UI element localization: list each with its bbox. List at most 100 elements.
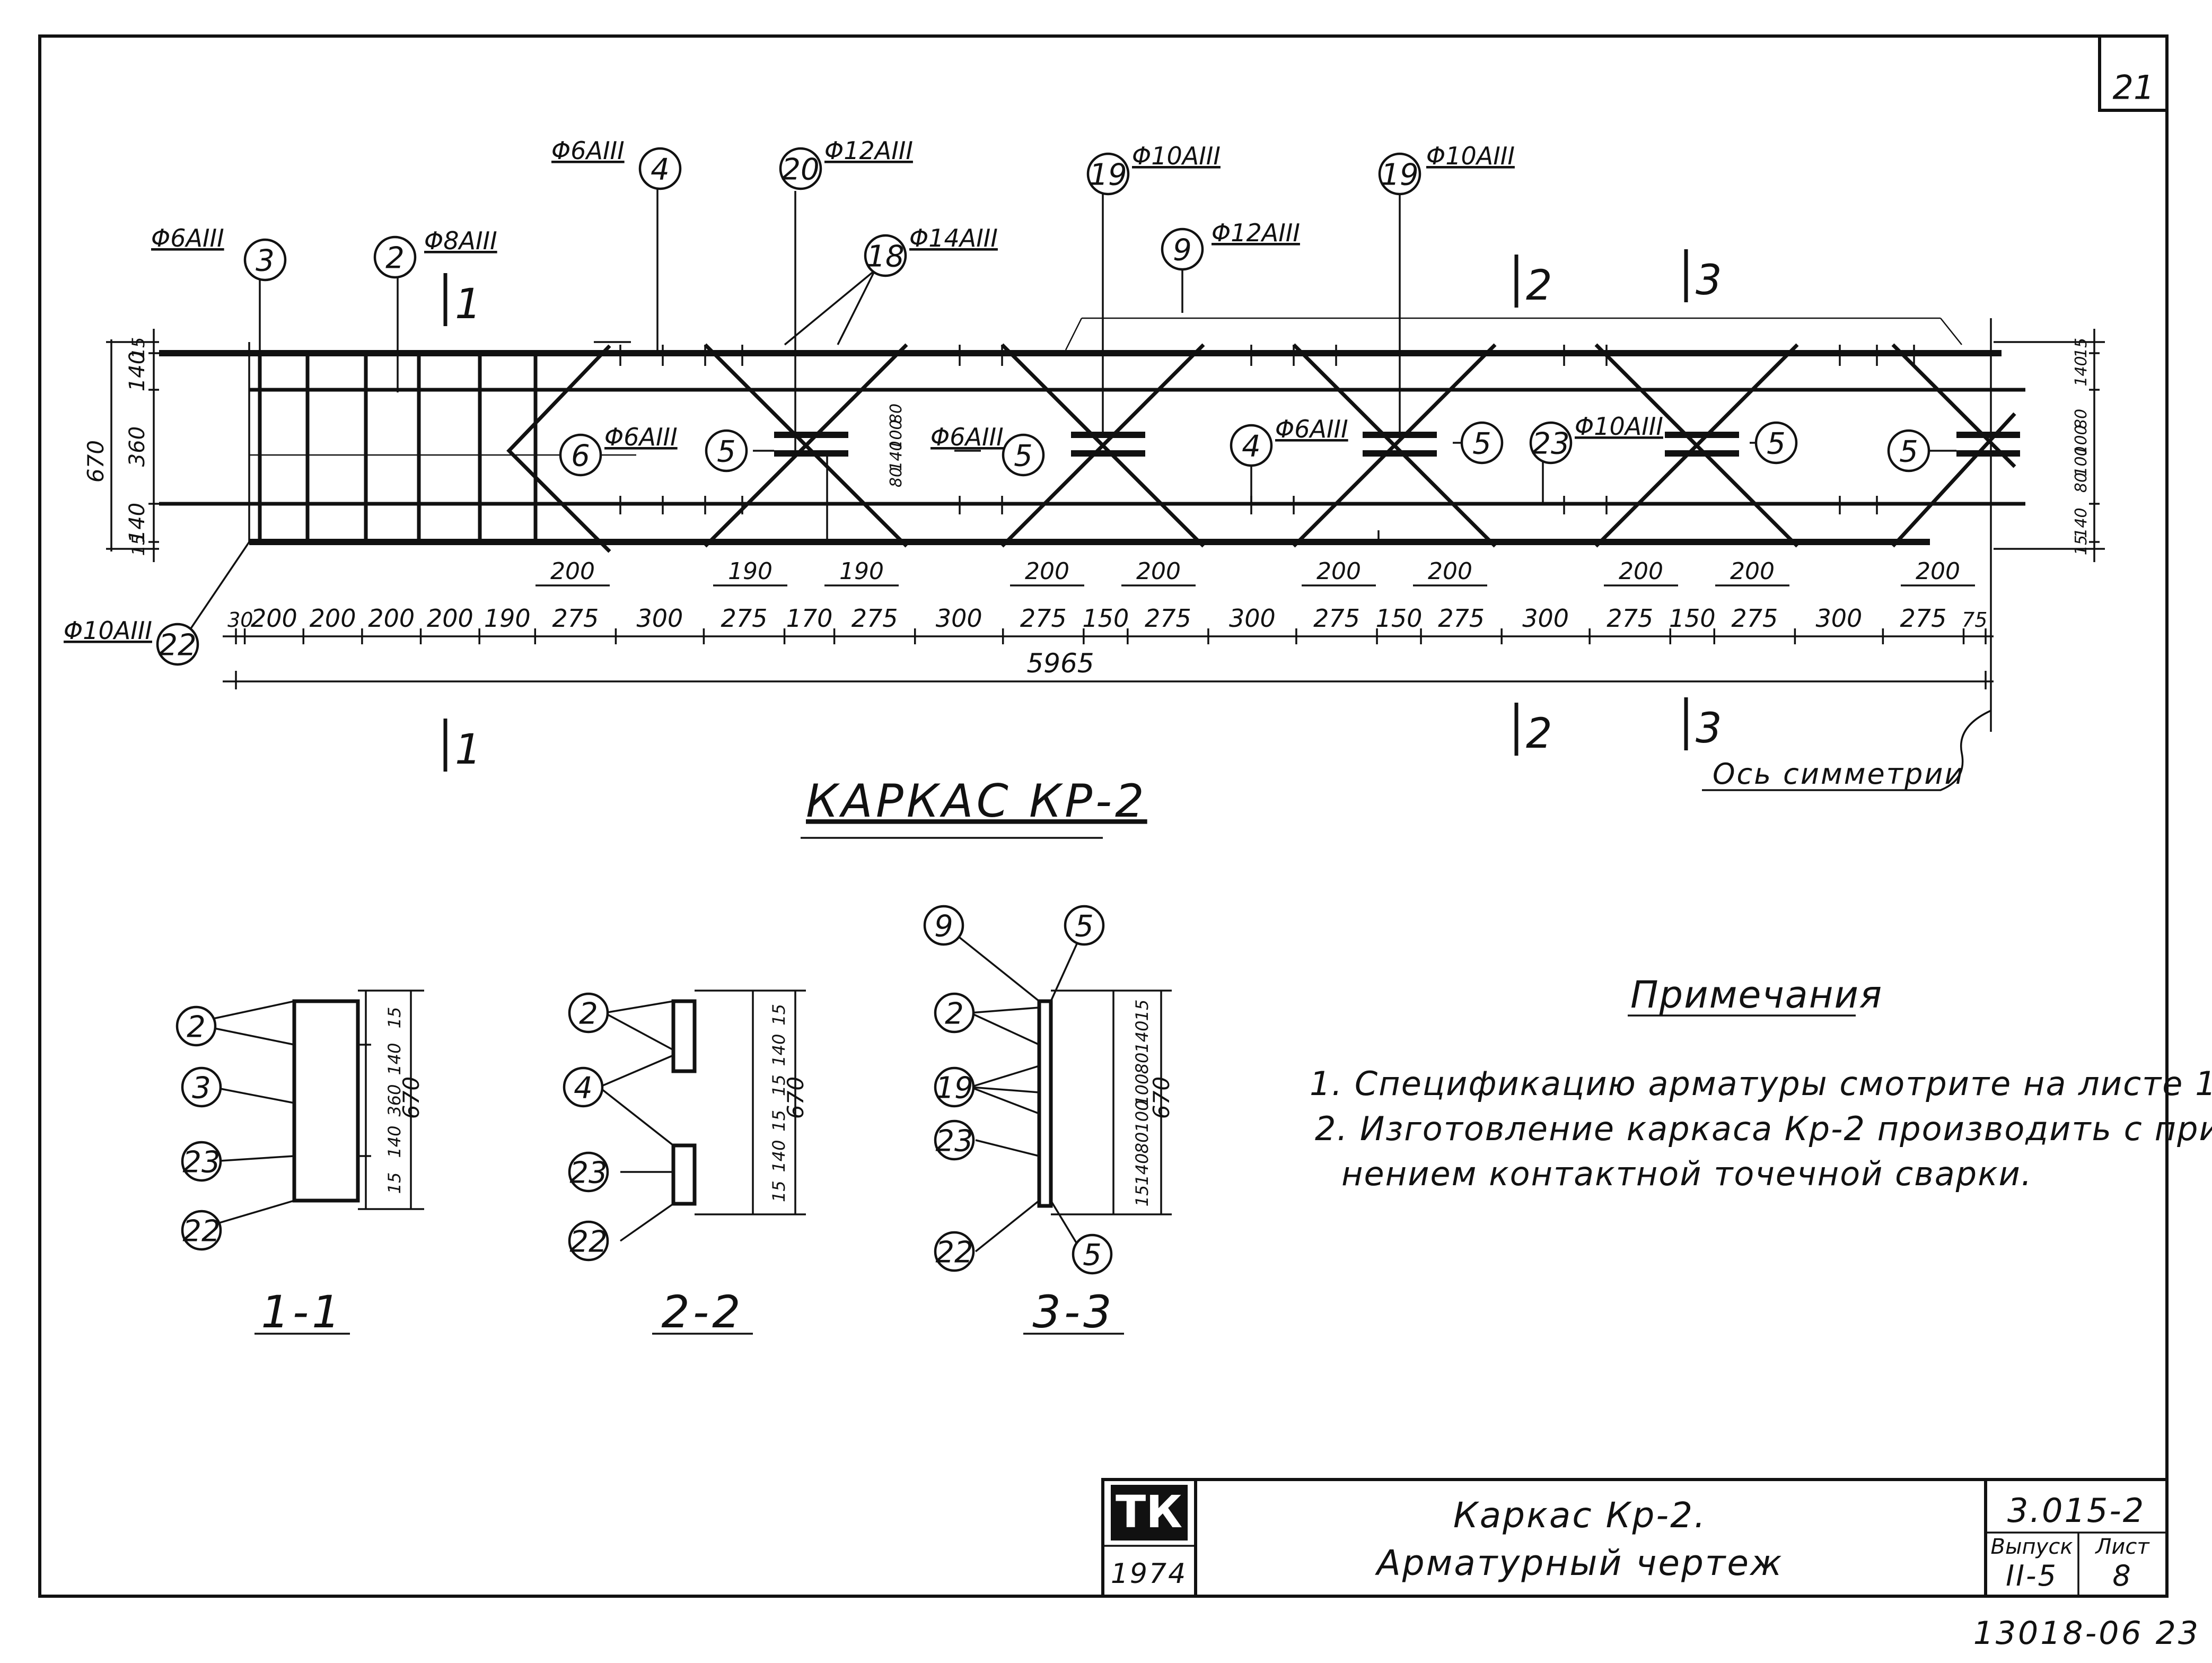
section-0-dim-2: 360	[384, 1084, 405, 1116]
main-callout-1-spec: Φ8AIII	[424, 226, 497, 255]
right-height-dimension	[1994, 329, 2105, 562]
section-0-total: 670	[398, 1076, 424, 1119]
section-mark-0: 1	[455, 281, 481, 328]
section-mark-4: 2	[1526, 710, 1552, 758]
bottom-dim-1: 200	[251, 604, 297, 633]
section-1-dim-2: 15	[769, 1074, 789, 1096]
main-callout-12-circle	[1230, 424, 1273, 467]
main-callout-16-circle	[1887, 429, 1930, 472]
section-0-callout-2-number: 23	[182, 1145, 220, 1180]
section-2-dim-4: 100	[1132, 1100, 1152, 1132]
diag-dim-0: 200	[550, 558, 595, 585]
diag-dim-6: 200	[1428, 558, 1472, 585]
section-2-callout-4-circle	[934, 1119, 975, 1161]
sheet-number-box: 21	[2098, 36, 2167, 112]
left-total-label: 670	[83, 440, 109, 483]
section-2-dim-0: 15	[1132, 1000, 1152, 1021]
main-callout-6-circle	[1378, 152, 1421, 196]
bottom-dim-12: 275	[1020, 604, 1067, 633]
main-callout-7-circle	[1161, 227, 1204, 271]
main-callout-0-spec: Φ6AIII	[151, 224, 224, 252]
main-callout-15-number: 5	[1767, 427, 1786, 461]
section-label-2: 3-3	[1032, 1286, 1114, 1338]
sheet-value: 8	[2112, 1559, 2132, 1592]
main-callout-13-circle	[1460, 421, 1504, 465]
left-dim-3: 140	[125, 503, 150, 543]
section-1-dim-4: 140	[769, 1140, 789, 1172]
main-callout-16-number: 5	[1899, 435, 1918, 469]
tk-logo-box	[1111, 1485, 1188, 1541]
note-line-0: 1. Спецификацию арматуры смотрите на лис…	[1310, 1064, 2212, 1103]
main-callout-10-number: 5	[717, 435, 736, 469]
left-dim-4: 15	[128, 535, 148, 556]
bottom-dim-25: 75	[1962, 608, 1987, 632]
main-callout-5-number: 19	[1089, 158, 1127, 192]
label-layer: 3Φ6AIII2Φ8AIII4Φ6AIII20Φ12AIII18Φ14AIII1…	[64, 136, 2212, 1652]
issue-value: II-5	[2006, 1559, 2058, 1592]
bottom-dim-21: 150	[1669, 604, 1716, 633]
section-mark-5: 3	[1696, 705, 1722, 752]
main-callout-13-number: 5	[1472, 427, 1491, 461]
main-callout-8-circle	[156, 623, 199, 666]
main-callout-5-circle	[1086, 152, 1130, 196]
section-2-callout-3-circle	[934, 1066, 975, 1108]
left-dim-1: 140	[125, 351, 150, 391]
axis-label-leader	[1702, 710, 1991, 791]
title-block	[1101, 1478, 2169, 1598]
main-callout-7-number: 9	[1173, 233, 1192, 268]
main-callout-2-spec: Φ6AIII	[551, 136, 625, 165]
title-year: 1974	[1111, 1558, 1187, 1590]
main-callout-12-spec: Φ6AIII	[1275, 415, 1348, 443]
bottom-dim-11: 300	[936, 604, 982, 633]
bottom-dim-24: 275	[1900, 604, 1947, 633]
section-0-callout-3-circle	[181, 1210, 222, 1251]
section-2-callout-0-number: 9	[934, 909, 953, 944]
section-0-dim-1: 140	[384, 1043, 405, 1075]
section-2-callout-2-circle	[934, 992, 975, 1034]
main-callout-15-circle	[1754, 421, 1798, 465]
notes-heading: Примечания	[1630, 973, 1883, 1017]
main-callout-6-number: 19	[1381, 158, 1418, 192]
bottom-dim-22: 275	[1731, 604, 1778, 633]
section-0-callout-0-number: 2	[187, 1010, 206, 1045]
bottom-dim-15: 300	[1229, 604, 1276, 633]
main-callout-3-number: 20	[782, 153, 819, 187]
bottom-dim-17: 150	[1376, 604, 1423, 633]
diag-dim-2: 190	[839, 558, 884, 585]
vertical-stirrups	[258, 353, 538, 542]
section-2-dim-1: 140	[1132, 1020, 1152, 1053]
section-2-total: 670	[1148, 1076, 1174, 1119]
section-2-callout-5-number: 22	[935, 1236, 973, 1270]
main-callout-2-number: 4	[651, 153, 670, 187]
section-0-dim-3: 140	[384, 1125, 405, 1158]
section-mark-2: 3	[1696, 257, 1722, 304]
section-0-callout-1-number: 3	[192, 1071, 211, 1106]
issue-label: Выпуск	[1991, 1535, 2073, 1559]
main-callout-0-number: 3	[256, 244, 275, 278]
section-1-callout-3-number: 22	[569, 1225, 607, 1259]
section-1-dim-3: 15	[769, 1110, 789, 1132]
main-view-title: КАРКАС КР-2	[806, 775, 1147, 828]
main-callout-10-circle	[705, 429, 748, 472]
main-callout-14-spec: Φ10AIII	[1575, 412, 1663, 441]
right-dim-5: 80	[2072, 472, 2091, 493]
archive-number: 13018-06 23	[1973, 1615, 2200, 1652]
diag-dim-5: 200	[1316, 558, 1361, 585]
crossing-clusters	[774, 191, 2020, 542]
center-dim-2: 100	[887, 419, 906, 450]
diag-dim-9: 200	[1916, 558, 1960, 585]
left-dim-2: 360	[125, 426, 150, 467]
right-dim-6: 140	[2072, 507, 2091, 538]
right-dim-2: 80	[2072, 409, 2091, 429]
main-callout-14-circle	[1529, 421, 1573, 465]
sheet-label: Лист	[2094, 1535, 2150, 1559]
bottom-dim-2: 200	[310, 604, 356, 633]
center-dim-3: 80	[887, 404, 906, 424]
main-callout-2-circle	[638, 147, 682, 190]
bottom-dim-5: 190	[484, 604, 531, 633]
right-dim-3: 100	[2072, 425, 2091, 455]
section-mark-3: 1	[455, 726, 481, 774]
section-1-callout-0-number: 2	[579, 997, 598, 1031]
section-2-dim-2: 80	[1132, 1053, 1152, 1074]
section-0-callout-2-circle	[181, 1141, 222, 1182]
